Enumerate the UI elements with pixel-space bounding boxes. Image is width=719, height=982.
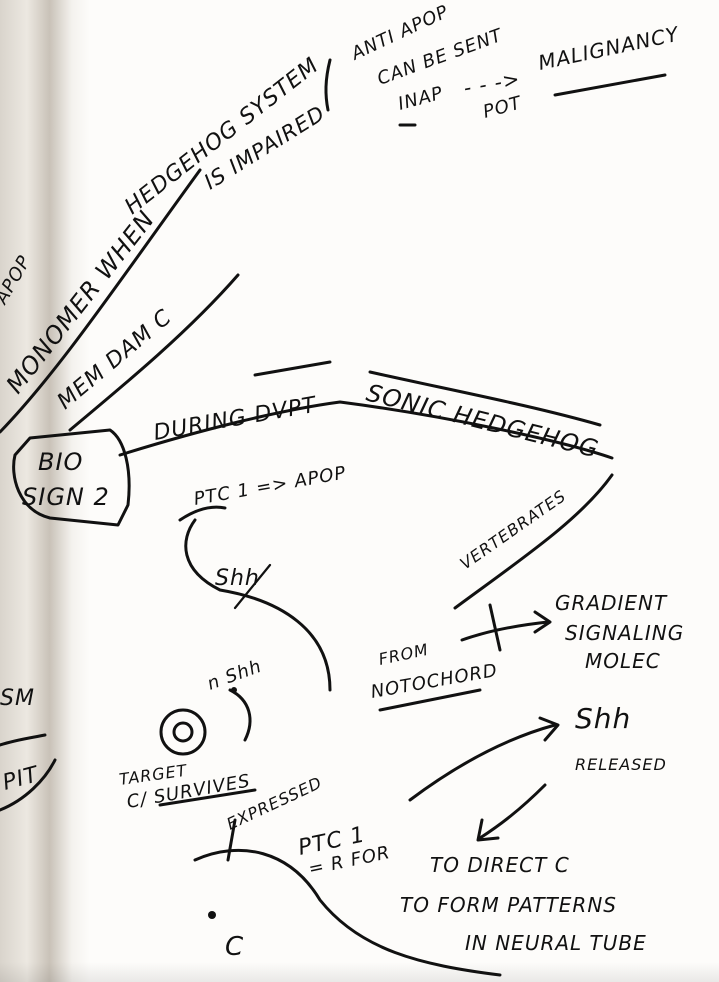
note-top-1: MONOMER WHEN [1,205,161,398]
divider-line [326,60,330,110]
branch-line-top [0,170,200,432]
ptc-hook [180,507,225,520]
note-bio-1: BIO [38,448,83,476]
note-to-form: TO FORM PATTERNS [400,893,617,917]
arrow-to-shh [410,725,555,800]
note-left-apop: APOP [0,252,35,309]
malignancy-underline [555,75,665,95]
note-in-neural: IN NEURAL TUBE [465,931,647,955]
note-malignancy: MALIGNANCY [536,21,682,74]
shh-cross-curve [230,690,250,740]
nucleus-dot [231,687,237,693]
note-left-pit: PIT [0,762,42,796]
note-pot: POT [481,92,525,123]
note-released: RELEASED [575,755,667,774]
note-gradient-1: GRADIENT [555,591,668,615]
bottom-left-curve-2 [0,735,45,745]
arrow-notochord-tick [490,605,500,650]
note-from: FROM [377,640,431,669]
note-sonic: SONIC HEDGEHOG [364,379,602,464]
note-gradient-2: SIGNALING [565,621,684,645]
target-inner-circle [174,723,192,741]
note-ptc-apop: PTC 1 => APOP [192,462,348,509]
note-gradient-3: MOLEC [585,649,661,673]
target-outer-circle [161,710,205,754]
note-during-dvpt: DURING DVPT [152,393,319,446]
note-left-sm: SM [0,686,35,711]
arrow-down [480,785,545,838]
cell-dot [208,911,216,919]
note-shh-right: Shh [575,702,631,735]
note-bio-2: SIGN 2 [22,483,110,511]
note-to-direct: TO DIRECT C [430,853,570,877]
dvpt-overline [255,362,330,375]
note-inap: INAP [396,83,446,115]
note-vertebrates: VERTEBRATES [456,486,569,573]
note-cell-c: C [225,932,244,962]
